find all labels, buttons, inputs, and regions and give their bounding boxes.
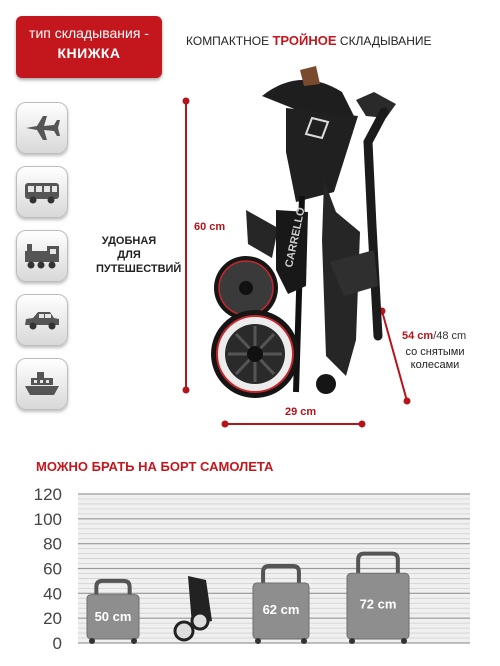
chart-stroller-wheel [173, 620, 195, 642]
chart-luggage-body [86, 594, 140, 640]
chart-luggage-wheel [301, 638, 307, 644]
car-icon [16, 294, 68, 346]
fold-type-label: тип складывания - [29, 25, 149, 41]
page-headline: КОМПАКТНОЕ ТРОЙНОЕ СКЛАДЫВАНИЕ [186, 33, 431, 48]
chart-y-tick-label: 0 [53, 634, 62, 653]
chart-y-tick-label: 20 [43, 609, 62, 628]
height-dimension-line [182, 97, 190, 394]
height-dimension-label: 60 cm [194, 221, 226, 233]
depth-alt-value: /48 cm [433, 330, 467, 342]
chart-luggage-body [252, 582, 310, 640]
folded-stroller-image: CARRELLO [211, 66, 396, 398]
chart-luggage-handle [94, 578, 132, 595]
chart-y-tick-label: 80 [43, 535, 62, 554]
fold-type-badge: тип складывания - КНИЖКА [16, 16, 162, 78]
chart-bars [86, 551, 410, 644]
travel-line-1: УДОБНАЯ [101, 235, 157, 247]
depth-main-value: 54 cm [402, 330, 434, 342]
chart-y-tick-label: 120 [34, 485, 62, 504]
chart-bar-label: 72 cm [360, 597, 397, 612]
width-dimension-line [221, 420, 366, 428]
chart-bar-luggage-3 [252, 564, 310, 644]
travel-line-2: ДЛЯ [117, 249, 141, 261]
travel-caption: УДОБНАЯ ДЛЯ ПУТЕШЕСТВИЙ [96, 234, 182, 276]
depth-note-line-2: колесами [410, 359, 460, 371]
chart-bar-luggage-2 [173, 575, 212, 642]
chart-bar-label: 50 cm [95, 609, 132, 624]
depth-dimension-label: 54 cm/48 cm [402, 330, 466, 342]
depth-note-line-1: со снятыми [405, 346, 465, 358]
chart-y-tick-label: 100 [34, 510, 62, 529]
travel-line-3: ПУТЕШЕСТВИЙ [96, 263, 182, 275]
chart-bar-labels: 50 cm 62 cm 72 cm [95, 597, 397, 624]
chart-bar-luggage-4 [346, 551, 410, 644]
depth-note: со снятыми колесами [400, 346, 470, 372]
headline-after: СКЛАДЫВАНИЕ [336, 34, 432, 48]
chart-luggage-handle [261, 564, 301, 583]
fold-type-value: КНИЖКА [57, 45, 121, 61]
chart-bar-label: 62 cm [263, 602, 300, 617]
width-dimension-label: 29 cm [285, 406, 317, 418]
train-icon [16, 230, 68, 282]
chart-y-axis: 0 20 40 60 80 100 120 [34, 485, 62, 653]
chart-luggage-wheel [89, 638, 95, 644]
chart-y-tick-label: 60 [43, 560, 62, 579]
headline-before: КОМПАКТНОЕ [186, 34, 273, 48]
chart-stroller-wheel [190, 611, 210, 631]
chart-title: МОЖНО БРАТЬ НА БОРТ САМОЛЕТА [36, 459, 274, 474]
airplane-icon [16, 102, 68, 154]
chart-bar-luggage-1 [86, 578, 140, 644]
chart-luggage-handle [356, 551, 400, 574]
headline-accent: ТРОЙНОЕ [272, 33, 337, 48]
chart-luggage-wheel [401, 638, 407, 644]
chart-stroller-body [188, 575, 212, 625]
chart-luggage-wheel [131, 638, 137, 644]
chart-y-tick-label: 40 [43, 584, 62, 603]
chart-luggage-wheel [255, 638, 261, 644]
bus-icon [16, 166, 68, 218]
chart-luggage-body [346, 572, 410, 640]
chart-luggage-wheel [349, 638, 355, 644]
ship-icon [16, 358, 68, 410]
